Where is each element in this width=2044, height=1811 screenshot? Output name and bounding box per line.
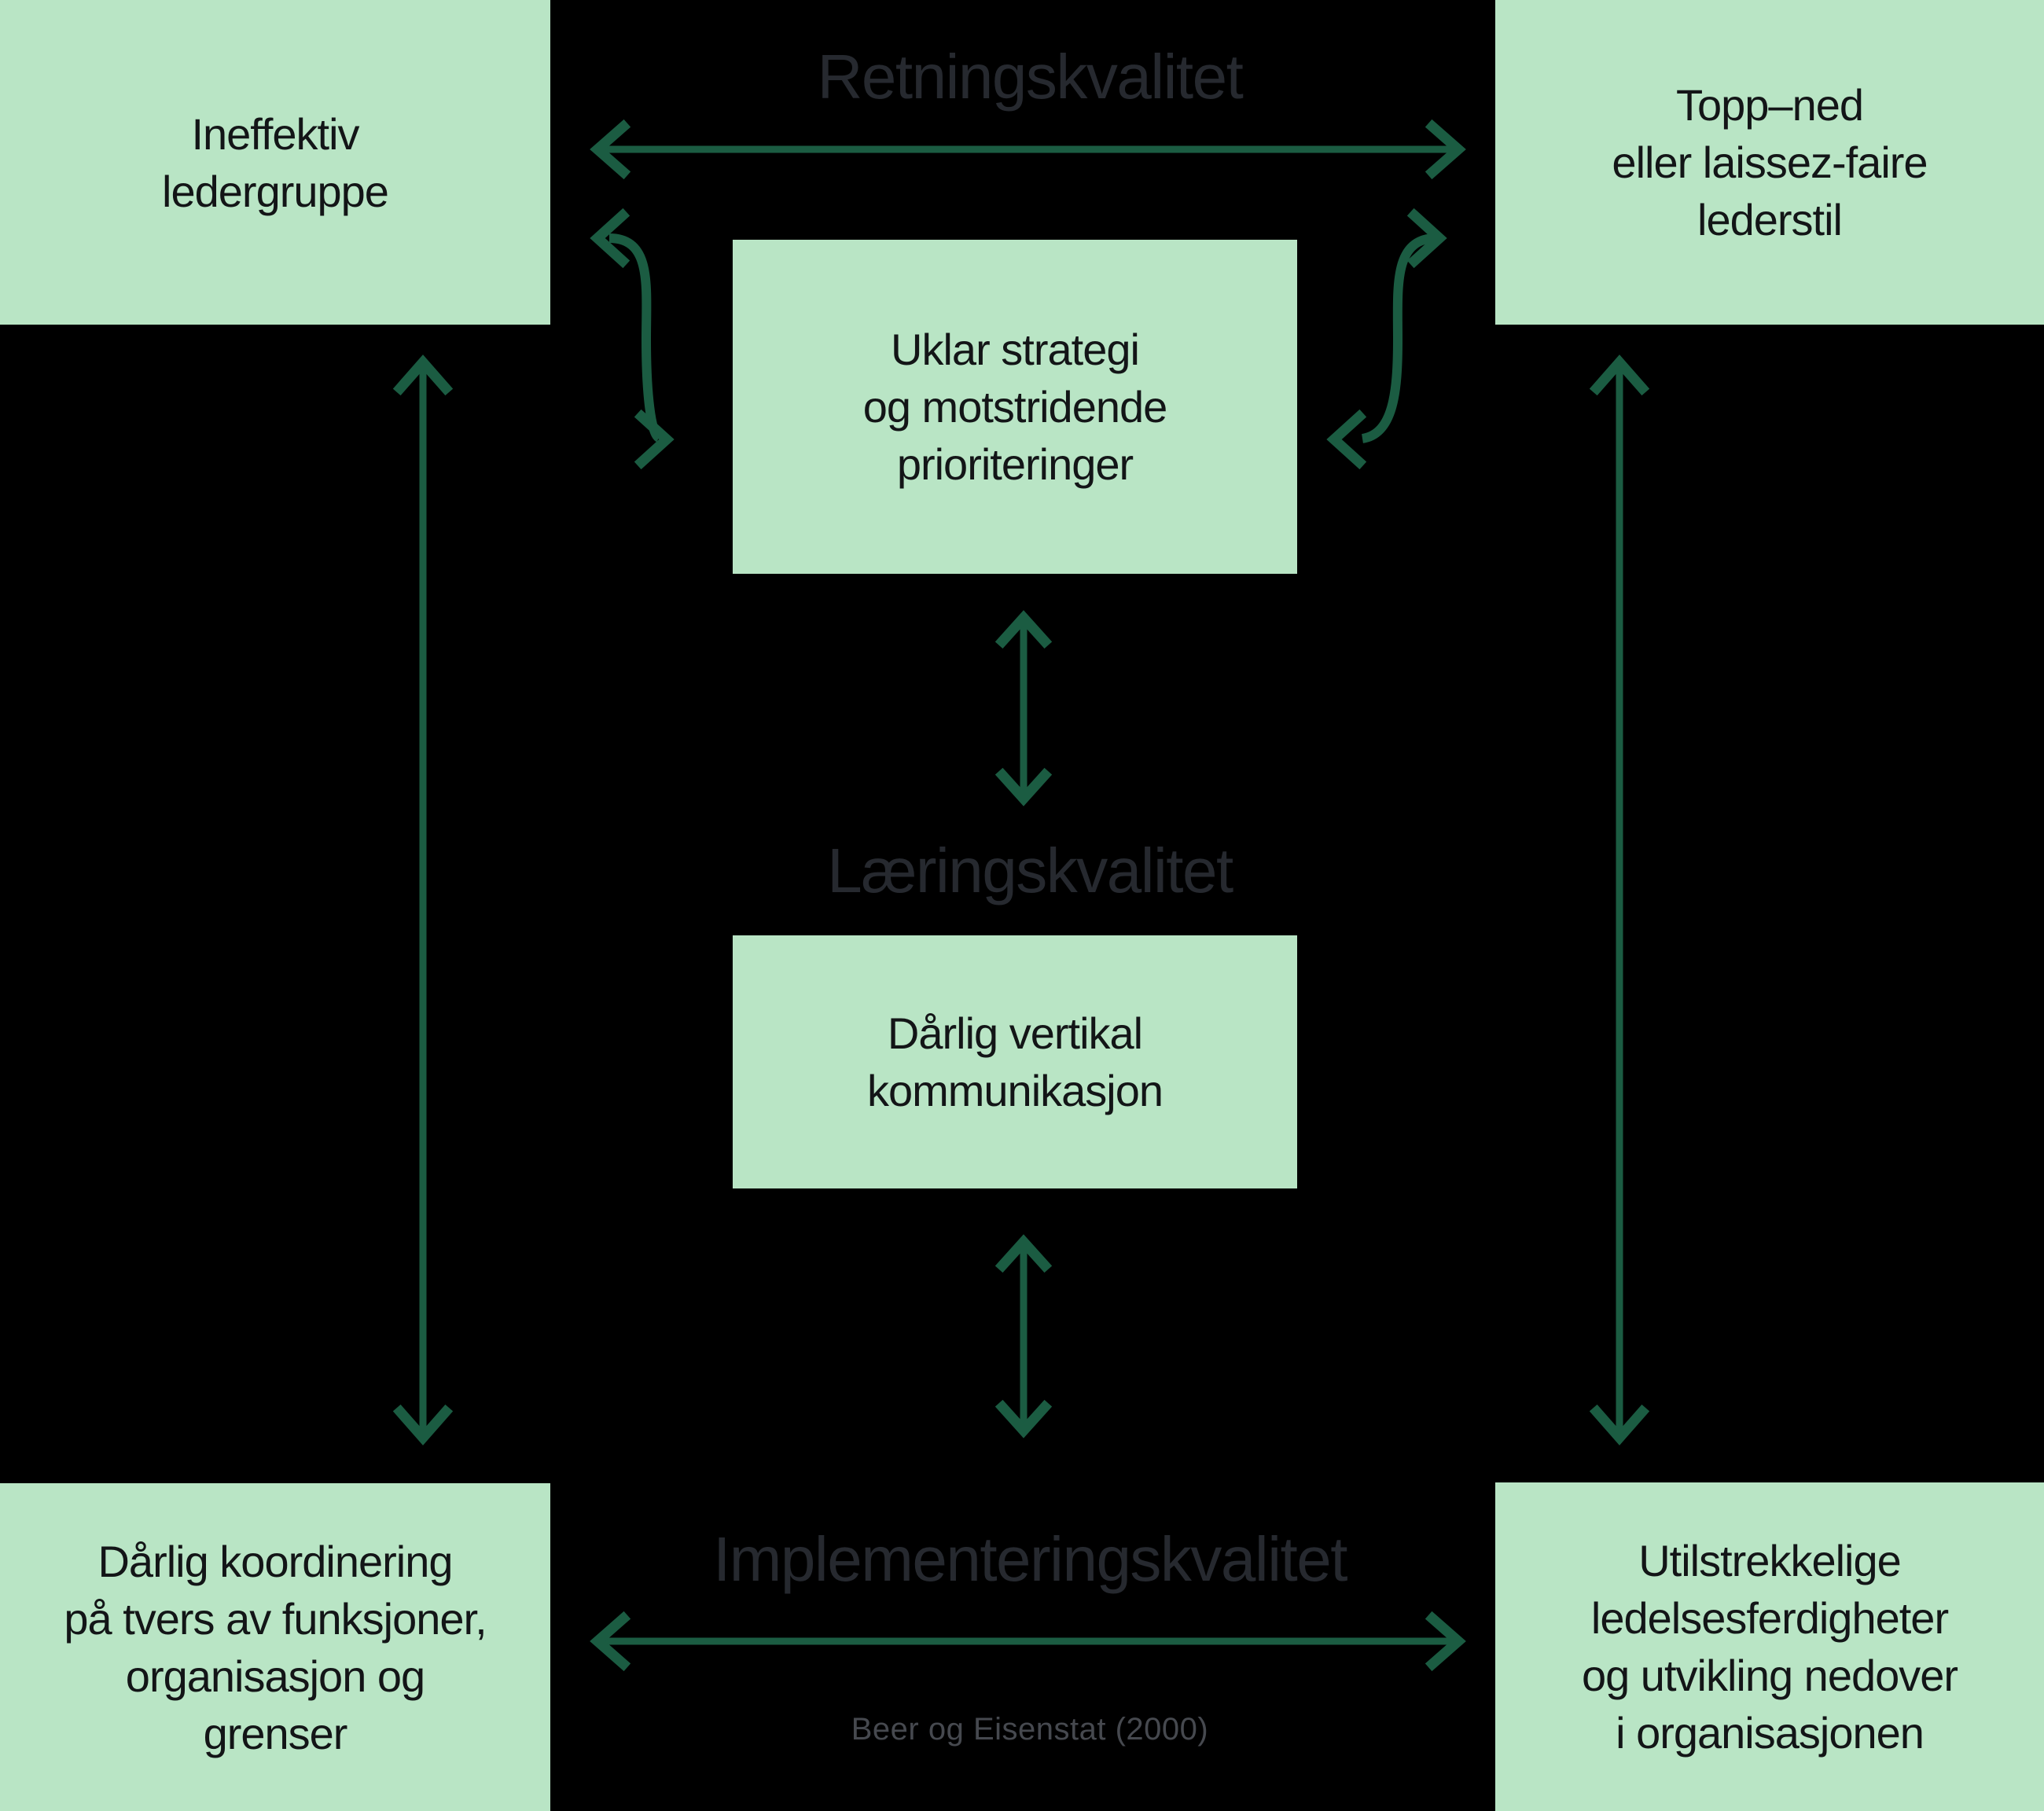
learning-implementation-double-arrow-icon: [994, 1234, 1053, 1438]
box-top-down-laissez-faire-style: Topp–ned eller laissez-faire lederstil: [1495, 0, 2044, 325]
strategy-learning-double-arrow-icon: [994, 610, 1053, 806]
left-vertical-double-arrow-icon: [392, 354, 454, 1445]
section-title-implementation: Implementeringskvalitet: [713, 1524, 1347, 1594]
left-curved-double-arrow-icon: [590, 208, 675, 470]
box-poor-vertical-communication: Dårlig vertikal kommunikasjon: [733, 935, 1297, 1188]
section-title-direction: Retningskvalitet: [817, 42, 1244, 112]
section-title-learning: Læringskvalitet: [827, 836, 1233, 906]
implementation-horizontal-double-arrow-icon: [590, 1611, 1466, 1672]
box-ineffective-leadership-team: Ineffektiv ledergruppe: [0, 0, 550, 325]
right-curved-double-arrow-icon: [1326, 208, 1447, 470]
box-unclear-strategy: Uklar strategi og motstridende prioriter…: [733, 240, 1297, 574]
direction-horizontal-double-arrow-icon: [590, 119, 1466, 180]
source-caption: Beer og Eisenstat (2000): [851, 1712, 1209, 1747]
box-insufficient-leadership-skills: Utilstrekkelige ledelsesferdigheter og u…: [1495, 1482, 2044, 1811]
right-vertical-double-arrow-icon: [1589, 354, 1650, 1445]
box-poor-coordination: Dårlig koordinering på tvers av funksjon…: [0, 1483, 550, 1811]
